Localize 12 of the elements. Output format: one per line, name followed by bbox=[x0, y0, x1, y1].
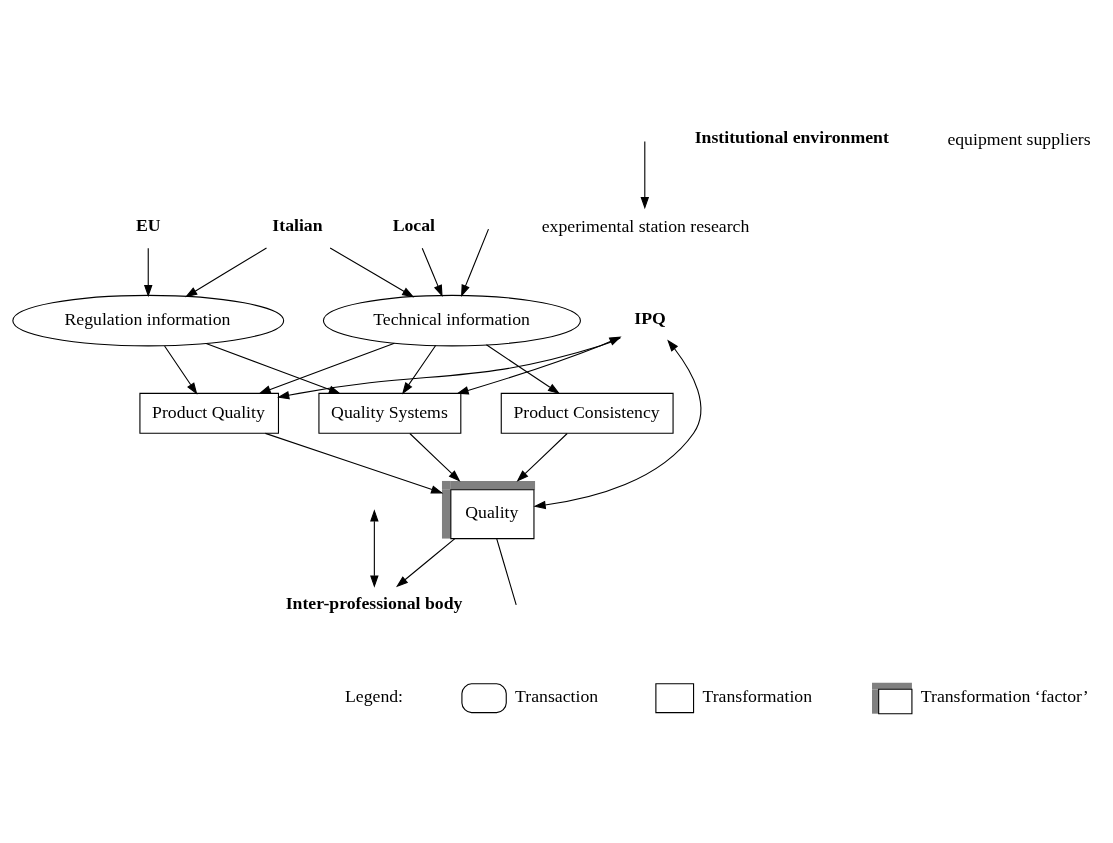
legend-label: Transaction bbox=[515, 686, 599, 707]
label: equipment suppliers bbox=[947, 128, 1091, 149]
legend-label: Transformation bbox=[702, 686, 813, 707]
node-text: IPQ bbox=[634, 307, 666, 328]
node-text: experimental station research bbox=[541, 216, 750, 237]
label: Institutional environment bbox=[694, 127, 889, 148]
node-text: Inter-professional body bbox=[285, 593, 463, 614]
node-text: Local bbox=[392, 215, 435, 236]
node-text: EU bbox=[136, 215, 161, 236]
label: Legend: bbox=[344, 686, 404, 707]
legend-label: Transformation ‘factor’ bbox=[920, 686, 1089, 707]
node-text: Italian bbox=[272, 215, 323, 236]
